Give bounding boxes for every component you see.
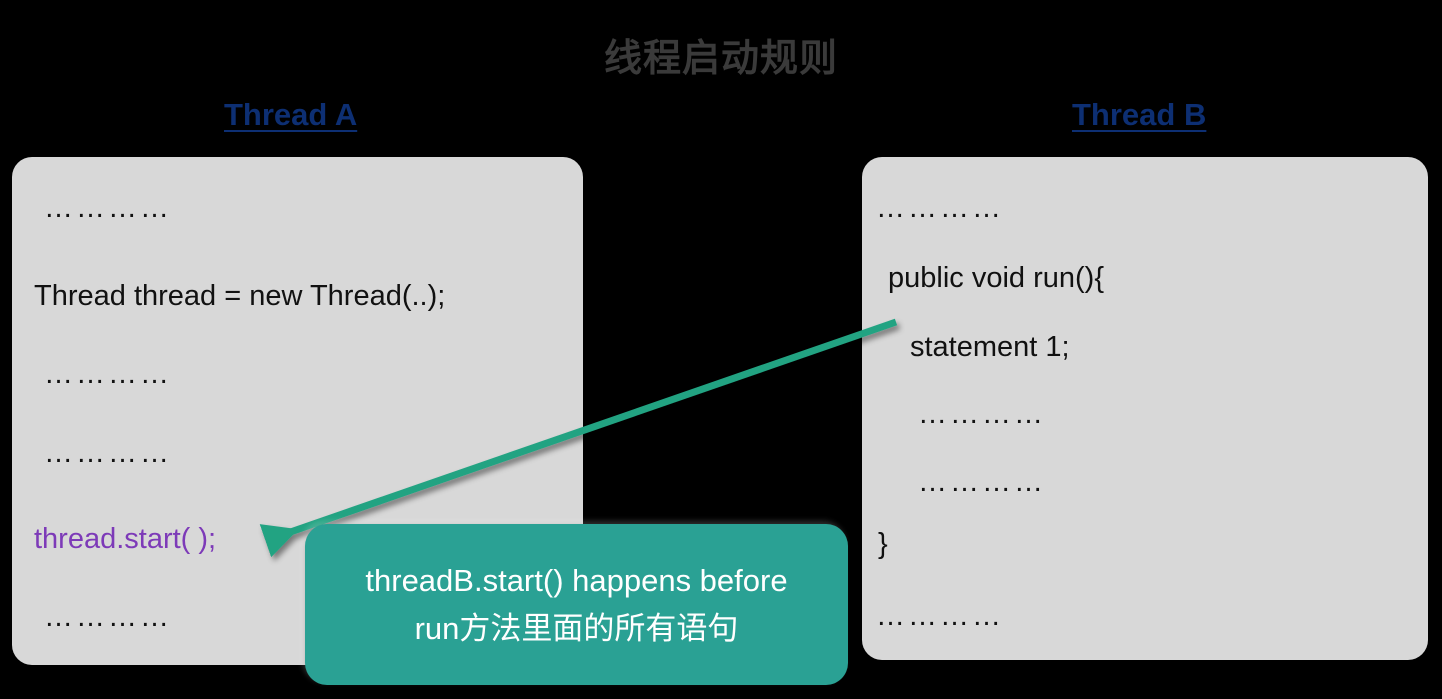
- page-title: 线程启动规则: [603, 38, 838, 80]
- code-line-close-brace: }: [878, 528, 888, 560]
- code-line-ellipsis: …………: [876, 600, 1004, 632]
- code-line-thread-construct: Thread thread = new Thread(..);: [34, 280, 446, 312]
- column-header-thread-a: Thread A: [224, 97, 358, 132]
- code-line-thread-start: thread.start( );: [34, 523, 217, 555]
- code-line-ellipsis: …………: [44, 437, 172, 469]
- callout-line-1: threadB.start() happens before: [365, 562, 788, 598]
- callout-line-2: run方法里面的所有语句: [414, 610, 739, 646]
- column-header-thread-b: Thread B: [1072, 97, 1207, 132]
- code-panel-thread-b: ………… public void run(){ statement 1; …………: [862, 157, 1428, 660]
- code-line-ellipsis: …………: [918, 398, 1046, 430]
- code-line-ellipsis: …………: [44, 192, 172, 224]
- code-line-ellipsis: …………: [44, 601, 172, 633]
- code-line-run-method: public void run(){: [888, 262, 1104, 294]
- happens-before-callout: threadB.start() happens before run方法里面的所…: [305, 524, 848, 685]
- code-line-ellipsis: …………: [44, 358, 172, 390]
- code-line-ellipsis: …………: [918, 466, 1046, 498]
- code-line-ellipsis: …………: [876, 192, 1004, 224]
- code-line-statement-1: statement 1;: [910, 331, 1070, 363]
